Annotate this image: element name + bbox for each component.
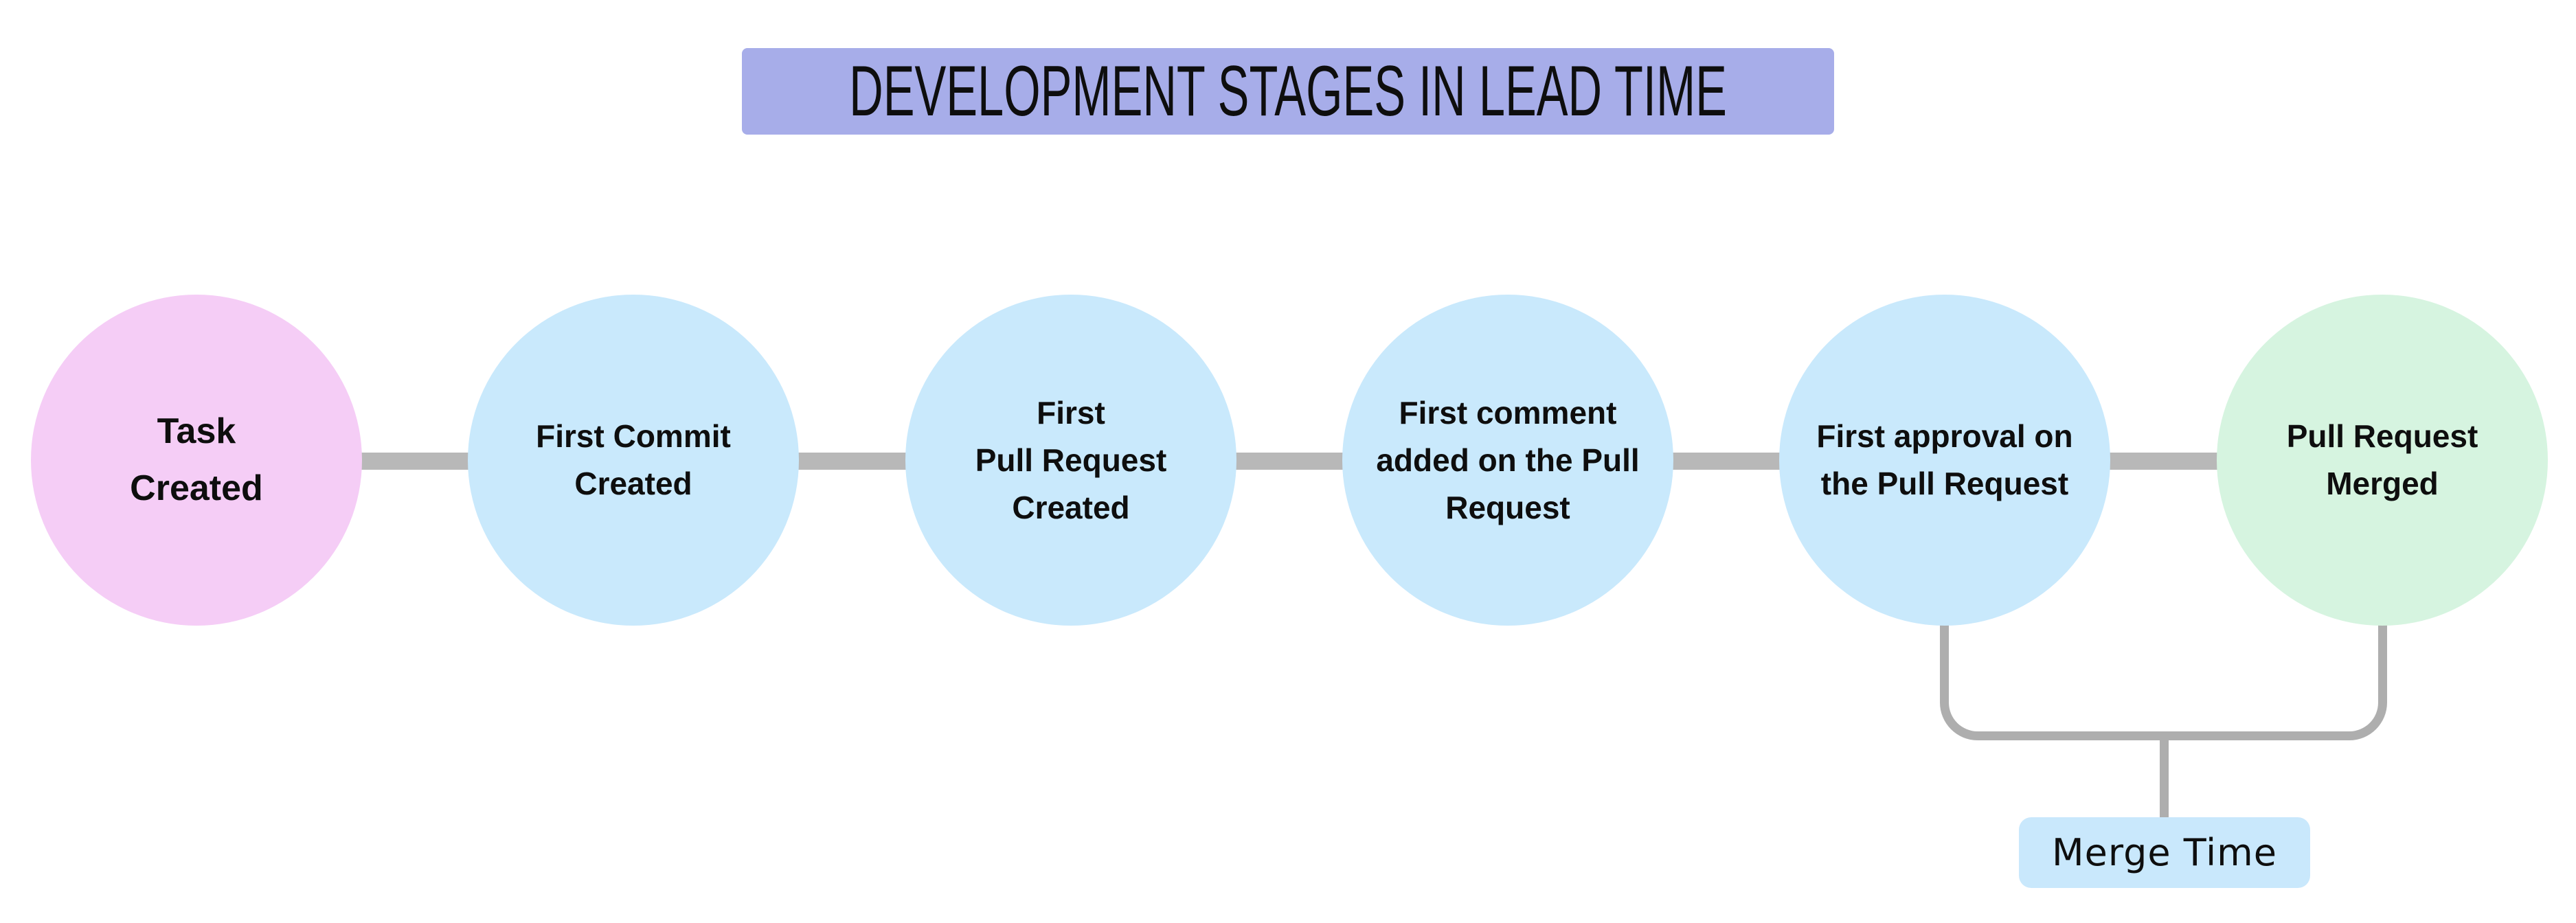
stage-label: Pull Request Merged <box>2286 418 2478 501</box>
diagram-title-banner: DEVELOPMENT STAGES IN LEAD TIME <box>742 48 1834 135</box>
stage-pull-request-merged: Pull Request Merged <box>2217 295 2548 626</box>
stage-first-comment-added: First comment added on the Pull Request <box>1342 295 1673 626</box>
merge-time-label-box: Merge Time <box>2019 817 2310 888</box>
stage-label: First approval on the Pull Request <box>1816 418 2073 501</box>
stage-first-approval: First approval on the Pull Request <box>1779 295 2110 626</box>
merge-time-label: Merge Time <box>2052 830 2277 874</box>
diagram-title: DEVELOPMENT STAGES IN LEAD TIME <box>849 52 1727 131</box>
stage-first-pull-request-created: First Pull Request Created <box>905 295 1236 626</box>
stage-label: First Pull Request Created <box>975 394 1167 525</box>
stage-label: First Commit Created <box>536 418 731 501</box>
merge-time-bracket-stem <box>2160 731 2169 817</box>
stage-first-commit-created: First Commit Created <box>468 295 799 626</box>
merge-time-bracket <box>1940 613 2387 740</box>
stage-task-created: Task Created <box>31 295 362 626</box>
stage-label: Task Created <box>130 411 263 508</box>
stage-label: First comment added on the Pull Request <box>1376 394 1640 525</box>
